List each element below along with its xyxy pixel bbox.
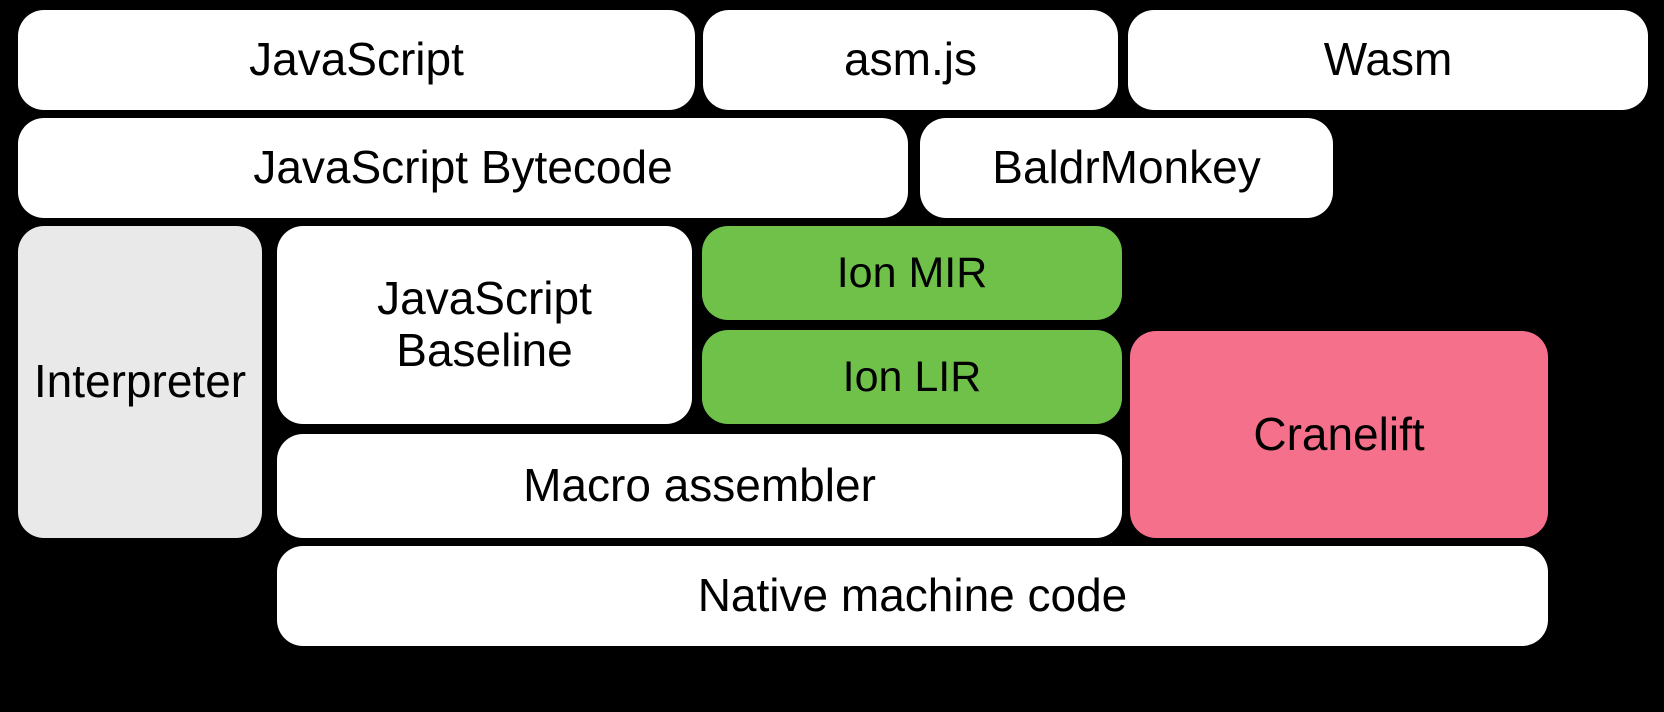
node-javascript-baseline-label: JavaScript Baseline xyxy=(377,272,592,376)
node-native-machine-code[interactable]: Native machine code xyxy=(277,546,1548,646)
node-javascript-baseline[interactable]: JavaScript Baseline xyxy=(277,226,692,424)
node-ion-mir-label: Ion MIR xyxy=(836,248,988,297)
node-javascript-bytecode[interactable]: JavaScript Bytecode xyxy=(18,118,908,218)
node-ion-lir-label: Ion LIR xyxy=(842,352,982,401)
node-wasm[interactable]: Wasm xyxy=(1128,10,1648,110)
node-baldrmonkey[interactable]: BaldrMonkey xyxy=(920,118,1333,218)
node-interpreter[interactable]: Interpreter xyxy=(18,226,262,538)
node-wasm-label: Wasm xyxy=(1323,33,1453,86)
node-macro-assembler[interactable]: Macro assembler xyxy=(277,434,1122,538)
node-cranelift[interactable]: Cranelift xyxy=(1130,331,1548,538)
node-javascript-label: JavaScript xyxy=(249,33,464,86)
node-baldrmonkey-label: BaldrMonkey xyxy=(992,141,1261,194)
node-asmjs[interactable]: asm.js xyxy=(703,10,1118,110)
node-cranelift-label: Cranelift xyxy=(1253,407,1425,460)
node-ion-lir[interactable]: Ion LIR xyxy=(702,330,1122,424)
node-macro-assembler-label: Macro assembler xyxy=(523,459,876,512)
node-native-machine-code-label: Native machine code xyxy=(697,569,1128,622)
node-javascript[interactable]: JavaScript xyxy=(18,10,695,110)
node-asmjs-label: asm.js xyxy=(844,33,977,86)
node-ion-mir[interactable]: Ion MIR xyxy=(702,226,1122,320)
node-javascript-bytecode-label: JavaScript Bytecode xyxy=(253,141,673,194)
node-interpreter-label: Interpreter xyxy=(33,355,247,408)
